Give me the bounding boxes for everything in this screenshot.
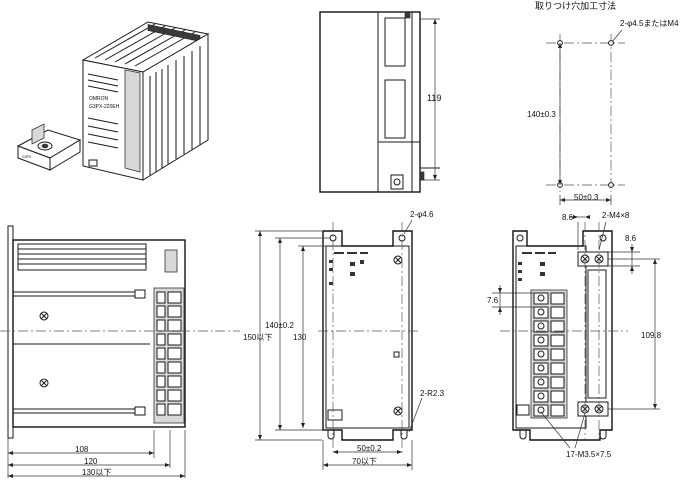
front-view: 2-φ4.6 2-R2.3 150以下 140±0.2 130 50±0.2 7… [243, 210, 445, 470]
mounting-title: 取りつけ穴加工寸法 [535, 0, 616, 11]
model-text: G3PX-220EH [89, 104, 120, 110]
side-height-label: 119 [427, 93, 441, 103]
front-hole-spec: 2-φ4.6 [410, 210, 434, 219]
terminal-view: 8.6 2-M4×8 8.6 109.8 7.6 17-M3.5×7.5 [487, 211, 662, 459]
left-depth-2: 120 [84, 457, 98, 466]
front-height-tol: 140±0.2 [265, 321, 294, 330]
front-width: 70以下 [352, 457, 377, 466]
product-label: OMRON G3PX-220EH [87, 73, 120, 167]
mount-hole-spec: 2-φ4.5またはM4 [620, 19, 679, 28]
left-side-view: 108 120 130以下 [0, 225, 215, 478]
mount-height-label: 140±0.3 [527, 110, 556, 119]
side-view: 119 [319, 11, 441, 193]
right-dim-8-6-top: 8.6 [562, 213, 574, 222]
front-overall-height: 150以下 [243, 333, 272, 342]
front-slot-radius: 2-R2.3 [420, 389, 445, 398]
hole-top-right [608, 40, 614, 46]
current-transformer: G3PX [16, 123, 82, 171]
mount-pitch-label: 50±0.3 [574, 193, 599, 202]
brand-text: OMRON [89, 96, 109, 102]
right-screw-spec: 2-M4×8 [602, 211, 630, 220]
ct-tag: G3PX [22, 155, 32, 159]
front-inner-height: 130 [293, 333, 307, 342]
right-pitch-label: 7.6 [487, 296, 499, 305]
right-span-label: 109.8 [641, 331, 662, 340]
right-dim-8-6-side: 8.6 [625, 234, 637, 243]
front-pitch: 50±0.2 [357, 444, 382, 453]
isometric-illustration: OMRON G3PX-220EH G3PX [16, 21, 210, 181]
left-depth-1: 108 [75, 445, 89, 454]
hole-bottom-right [608, 182, 614, 188]
mounting-hole-diagram: 取りつけ穴加工寸法 2-φ4.5またはM4 140±0.3 50±0.3 [527, 0, 679, 205]
left-depth-total: 130以下 [82, 468, 111, 477]
right-terminal-spec: 17-M3.5×7.5 [566, 450, 612, 459]
